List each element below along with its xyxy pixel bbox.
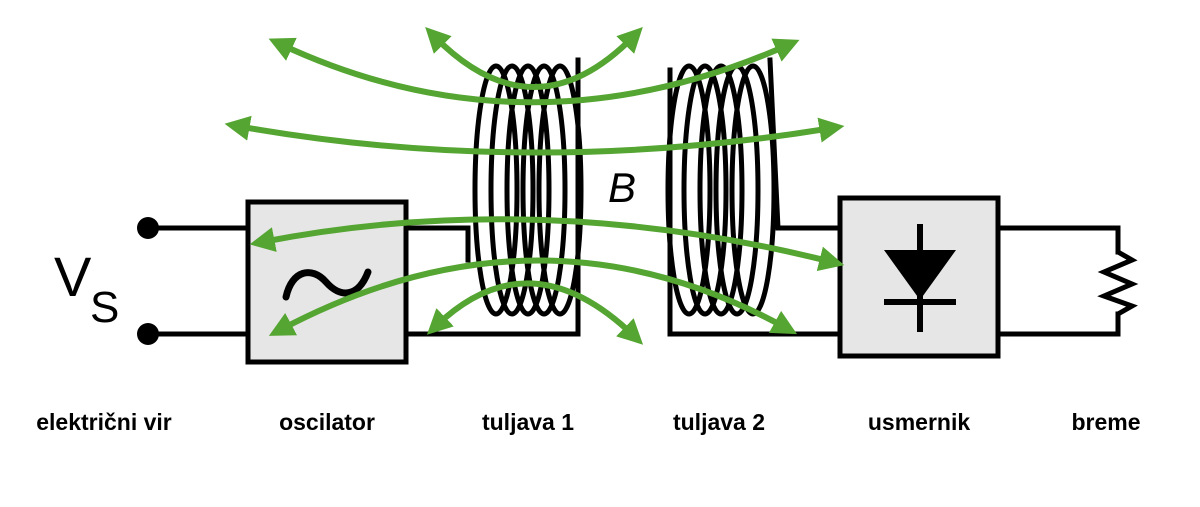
magnetic-field-lines	[224, 27, 845, 345]
field-line	[268, 37, 800, 106]
resistor-icon	[1097, 249, 1139, 317]
source-terminal-top	[137, 217, 159, 239]
field-line	[268, 257, 798, 336]
field-line	[425, 27, 643, 90]
field-line	[249, 216, 845, 272]
coil-2	[665, 63, 777, 317]
field-line	[224, 115, 845, 156]
field-line	[426, 280, 644, 345]
coil-1	[472, 63, 584, 317]
voltage-symbol: V	[54, 245, 92, 308]
label-coil-1: tuljava 1	[482, 409, 574, 435]
field-symbol-b: B	[608, 164, 636, 211]
source-terminal-bottom	[137, 323, 159, 345]
coil2-top-wire	[767, 57, 843, 231]
label-rectifier: usmernik	[868, 409, 970, 435]
sine-wave-icon	[282, 268, 372, 301]
load-bottom-wire	[995, 311, 1121, 337]
label-load: breme	[1071, 409, 1140, 435]
coil1-top-wire	[403, 225, 471, 263]
load-top-wire	[995, 225, 1121, 255]
label-coil-2: tuljava 2	[673, 409, 765, 435]
diode-icon	[884, 224, 956, 332]
label-source: električni vir	[36, 409, 172, 435]
label-oscillator: oscilator	[279, 409, 375, 435]
voltage-subscript: S	[90, 283, 119, 332]
